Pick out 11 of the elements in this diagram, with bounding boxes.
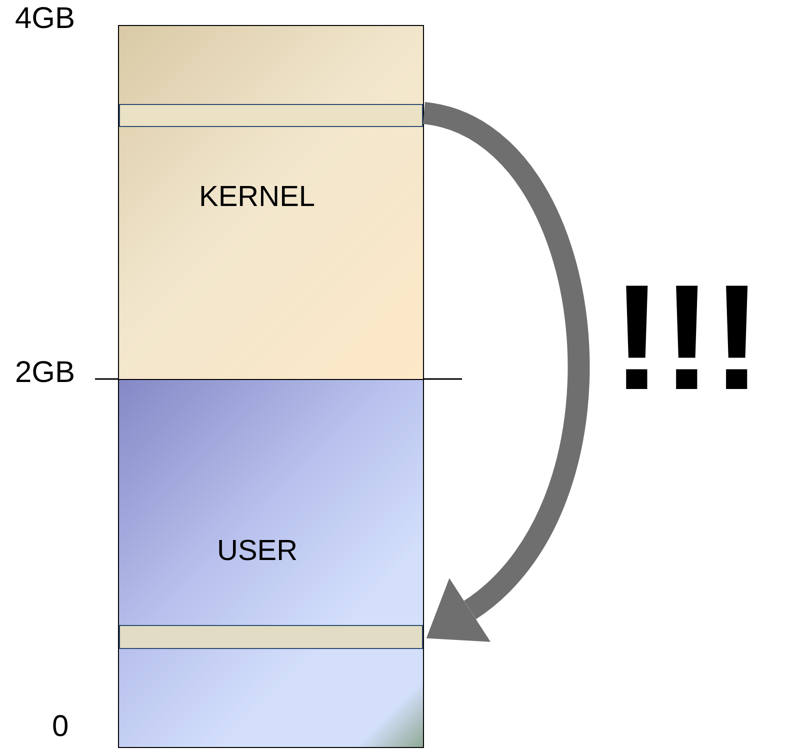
memory-page: [119, 104, 423, 127]
curved-arrow: [421, 102, 590, 644]
user-region: [118, 379, 424, 748]
exclamation-text: !!!: [612, 262, 762, 412]
address-label: 4GB: [15, 4, 76, 34]
memory-page: [119, 625, 423, 649]
address-label: 2GB: [15, 358, 76, 388]
region-label: USER: [217, 535, 298, 568]
kernel-region: [118, 25, 424, 380]
address-label: 0: [52, 712, 69, 742]
region-label: KERNEL: [199, 181, 316, 214]
